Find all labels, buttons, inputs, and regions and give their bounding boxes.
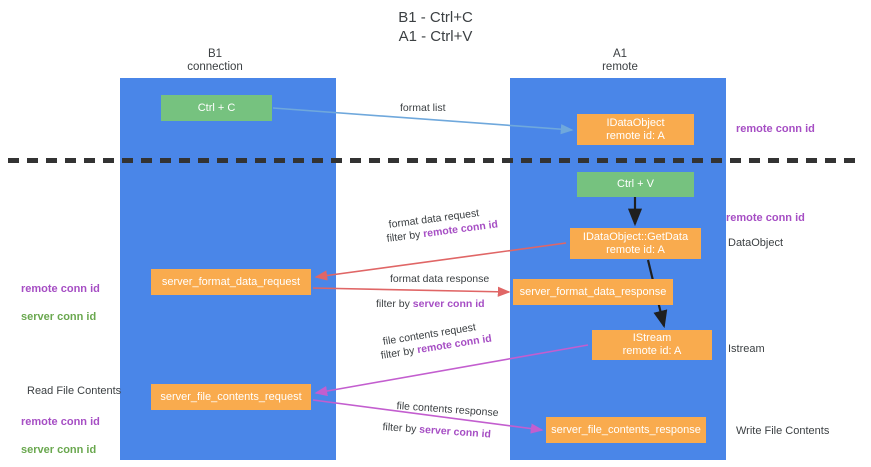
node-ctrl-v[interactable]: Ctrl + V — [577, 172, 694, 197]
column-header-b1: B1 connection — [187, 48, 243, 73]
node-idataobject-getdata[interactable]: IDataObject::GetData remote id: A — [570, 228, 701, 259]
diagram-title: B1 - Ctrl+C A1 - Ctrl+V — [398, 9, 473, 45]
left-key-server-conn-id-mid: server conn id — [21, 311, 97, 323]
annotation-istream: Istream — [728, 343, 765, 355]
column-header-a1: A1 remote — [602, 48, 638, 73]
node-ctrl-c[interactable]: Ctrl + C — [161, 95, 272, 121]
annotation-left-keys-bottom: remote conn id server conn id — [21, 401, 100, 467]
node-istream[interactable]: IStream remote id: A — [592, 330, 712, 360]
annotation-left-keys-mid: remote conn id server conn id — [21, 268, 100, 338]
edge-format-data-request — [314, 242, 567, 281]
left-key-remote-conn-id-bottom: remote conn id — [21, 416, 100, 428]
left-key-server-conn-id-bottom: server conn id — [21, 444, 97, 456]
node-server-format-data-request[interactable]: server_format_data_request — [151, 269, 311, 295]
annotation-remote-conn-id-top: remote conn id — [736, 123, 815, 135]
filter-key-server-conn-id: server conn id — [412, 298, 485, 310]
node-server-file-contents-request[interactable]: server_file_contents_request — [151, 384, 311, 410]
edge-label-format-data-response: format data response — [390, 273, 490, 285]
annotation-read-file-contents: Read File Contents — [27, 385, 122, 397]
node-idataobject[interactable]: IDataObject remote id: A — [577, 114, 694, 145]
annotation-write-file-contents: Write File Contents — [736, 425, 830, 437]
section-divider — [8, 158, 863, 163]
edge-format-list — [272, 107, 574, 135]
edge-file-contents-request — [314, 344, 589, 397]
node-server-file-contents-response[interactable]: server_file_contents_response — [546, 417, 706, 443]
annotation-dataobject: DataObject — [728, 237, 784, 249]
edge-format-data-response — [312, 286, 511, 297]
left-key-remote-conn-id-mid: remote conn id — [21, 283, 100, 295]
annotation-remote-conn-id-mid: remote conn id — [726, 212, 805, 224]
edge-label-format-list: format list — [400, 102, 446, 114]
edge-label-format-data-response-filter: filter by server conn id — [376, 298, 485, 310]
edge-file-contents-response — [312, 399, 544, 434]
node-server-format-data-response[interactable]: server_format_data_response — [513, 279, 673, 305]
